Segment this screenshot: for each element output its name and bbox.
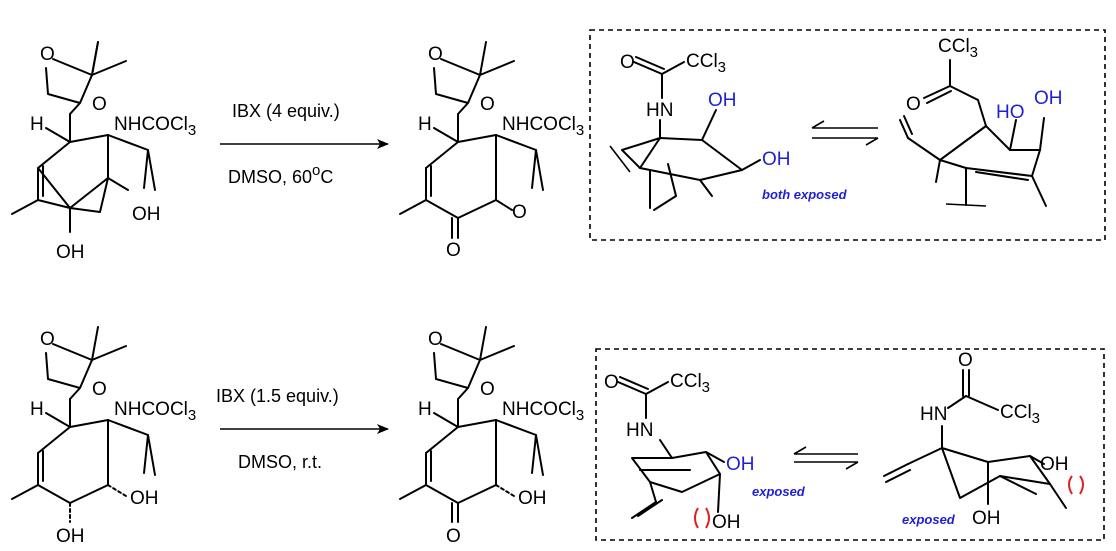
- oh-label-1: OH: [130, 488, 159, 509]
- amide-label: NHCOCl3: [502, 114, 584, 139]
- hn-label: HN: [920, 404, 947, 425]
- oh-label-2: OH: [972, 508, 1001, 529]
- oh-label-1: OH: [132, 204, 161, 225]
- ring-h-label: H: [418, 114, 432, 135]
- ketone-o-1: O: [512, 202, 527, 223]
- top-equilibrium-arrows: [811, 120, 879, 146]
- amide-o: O: [604, 372, 619, 393]
- ho-label: HO: [996, 102, 1025, 123]
- top-conditions: DMSO, 60oC: [228, 162, 333, 187]
- hn-label: HN: [626, 420, 653, 441]
- dioxolane-o1: O: [40, 329, 55, 350]
- amide-label: NHCOCl3: [502, 399, 584, 424]
- amide-o: O: [958, 350, 973, 371]
- ccl3-label: CCl3: [938, 36, 978, 61]
- bottom-product: O O H NHCOCl3 OH O: [399, 326, 584, 547]
- top-reagent: IBX (4 equiv.): [232, 101, 340, 121]
- top-note: both exposed: [762, 187, 848, 202]
- top-product: O O H NHCOCl3 O O: [399, 41, 584, 261]
- ketone-o: O: [446, 526, 461, 547]
- ccl3-label: CCl3: [670, 371, 710, 396]
- ccl3-label: CCl3: [686, 51, 726, 76]
- dioxolane-o1: O: [40, 44, 55, 65]
- dioxolane-o2: O: [92, 94, 107, 115]
- ring-h-label: H: [30, 399, 44, 420]
- top-conformer-right: CCl3 O HO OH: [899, 36, 1063, 207]
- oh-label-1: OH: [1040, 454, 1069, 475]
- dioxolane-o2: O: [92, 379, 107, 400]
- dioxolane-o2: O: [480, 94, 495, 115]
- ring-h-label: H: [418, 399, 432, 420]
- oh-label-2: OH: [56, 526, 85, 547]
- oh-label-1: OH: [726, 454, 755, 475]
- bottom-equilibrium-arrows: [793, 446, 859, 470]
- top-conformer-left: O CCl3 HN OH OH: [609, 51, 791, 211]
- bottom-starting-material: O O H NHCOCl3 OH OH: [11, 326, 196, 547]
- top-conformer-box: [589, 29, 1106, 241]
- oh-label-2: OH: [762, 149, 791, 170]
- oh-label-1: OH: [708, 90, 737, 111]
- bottom-conformer-box: [595, 348, 1105, 541]
- ketone-o: O: [906, 94, 921, 115]
- bottom-conditions: DMSO, r.t.: [238, 452, 322, 472]
- amide-label: NHCOCl3: [114, 114, 196, 139]
- bottom-conformer-right: O CCl3 HN OH OH: [883, 350, 1084, 529]
- ketone-o-2: O: [446, 240, 461, 261]
- oh-label-2: OH: [56, 242, 85, 263]
- ccl3-label: CCl3: [1000, 402, 1040, 427]
- oh-label-2: OH: [712, 512, 741, 533]
- dioxolane-o1: O: [428, 44, 443, 65]
- oh-label: OH: [1034, 88, 1063, 109]
- ring-h-label: H: [30, 114, 44, 135]
- dioxolane-o2: O: [480, 379, 495, 400]
- amide-o: O: [620, 52, 635, 73]
- amide-label: NHCOCl3: [114, 399, 196, 424]
- hn-label: HN: [646, 100, 673, 121]
- top-starting-material: O O H NHCOCl3 OH OH: [11, 41, 196, 263]
- bottom-note-right: exposed: [902, 512, 956, 527]
- oh-label: OH: [518, 488, 547, 509]
- dioxolane-o1: O: [428, 329, 443, 350]
- bottom-note-left: exposed: [752, 484, 806, 499]
- bottom-reagent: IBX (1.5 equiv.): [216, 386, 339, 406]
- bottom-conformer-left: O CCl3 HN OH OH: [604, 371, 755, 533]
